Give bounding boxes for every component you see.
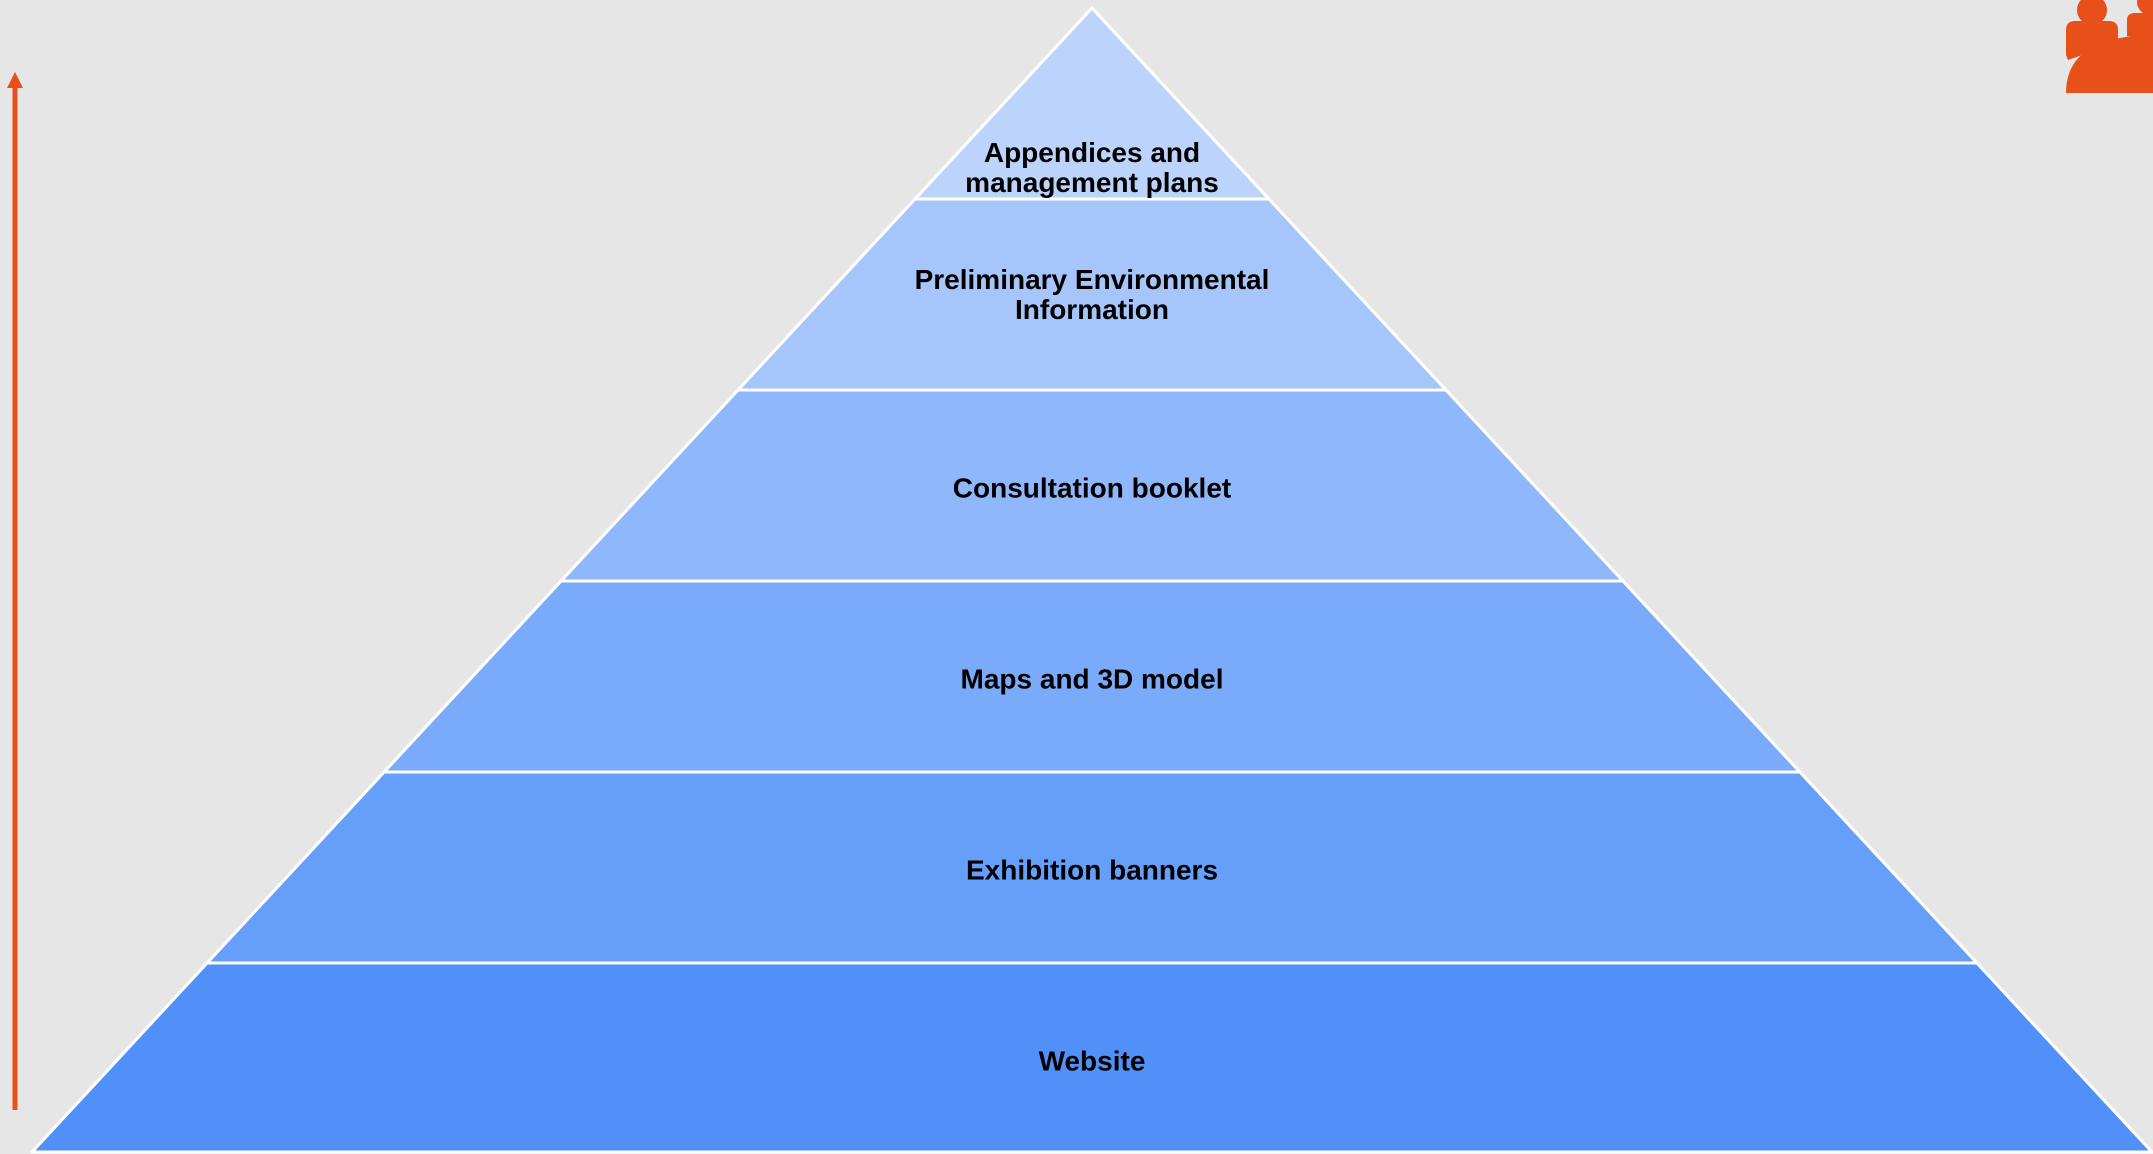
arrow-head-icon [7,72,23,88]
pyramid-tier-label-line: Maps and 3D model [961,664,1224,695]
pyramid-tier-label-line: Appendices and [984,137,1200,168]
pyramid-tier-6 [30,961,2153,1154]
people-group-icon [2066,0,2153,93]
pyramid-tier-label-line: management plans [965,167,1219,198]
pyramid-tier-label-5: Exhibition banners [966,855,1218,886]
pyramid-tier-label-line: Preliminary Environmental [915,264,1270,295]
pyramid-tiers [30,6,2153,1154]
pyramid-tier-label-line: Consultation booklet [953,473,1231,504]
pyramid-tier-label-line: Website [1039,1046,1146,1077]
vertical-arrow [7,72,23,1110]
pyramid-tier-label-line: Information [1015,294,1169,325]
pyramid-tier-label-4: Maps and 3D model [961,664,1224,695]
pyramid-tier-label-line: Exhibition banners [966,855,1218,886]
pyramid-tier-label-3: Consultation booklet [953,473,1231,504]
pyramid-tier-label-6: Website [1039,1046,1146,1077]
